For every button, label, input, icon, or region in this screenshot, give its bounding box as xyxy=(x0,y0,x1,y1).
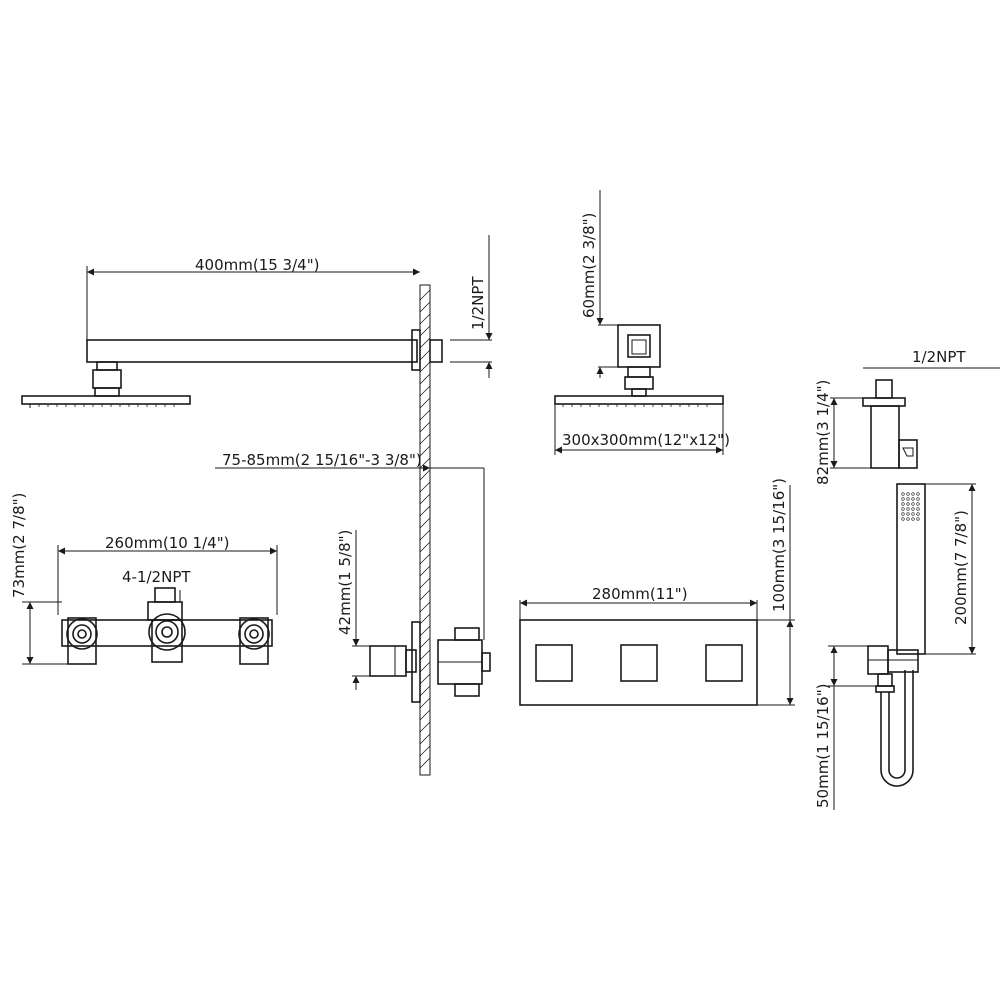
spray-nozzle-dot xyxy=(916,492,920,496)
spray-nozzle-dot xyxy=(906,497,910,501)
wall-section xyxy=(419,284,431,776)
spray-nozzle-dot xyxy=(901,517,905,521)
wall-hatch-line xyxy=(419,553,431,565)
wall-hatch-line xyxy=(419,301,431,313)
spray-nozzle-dot xyxy=(911,517,915,521)
holder-height-label: 50mm(1 15/16") xyxy=(814,684,832,808)
wall-hatch-line xyxy=(419,709,431,721)
wall-hatch-line xyxy=(419,697,431,709)
wall-hatch-line xyxy=(419,589,431,601)
wall-hatch-line xyxy=(419,457,431,469)
wall-hatch-line xyxy=(419,505,431,517)
trim-plate-front-view: 280mm(11") 100mm(3 15/16") xyxy=(519,478,795,706)
wall-hatch-line xyxy=(419,685,431,697)
spray-nozzle-dot xyxy=(901,512,905,516)
wall-hatch-line xyxy=(419,613,431,625)
wall-hatch-line xyxy=(419,397,431,409)
npt-top-dimension: 1/2NPT xyxy=(450,235,493,378)
wall-hatch-line xyxy=(419,673,431,685)
plate-button-1 xyxy=(535,644,573,682)
hand-shower xyxy=(896,483,926,655)
spray-nozzle-dot xyxy=(916,512,920,516)
shower-arm-side-view: 400mm(15 3/4") xyxy=(21,256,443,408)
valve-height-label: 73mm(2 7/8") xyxy=(10,493,28,598)
rail-depth-label: 75-85mm(2 15/16"-3 3/8") xyxy=(222,451,422,469)
spray-nozzle-dot xyxy=(906,512,910,516)
wall-hatch-line xyxy=(419,661,431,673)
head-height-label: 60mm(2 3/8") xyxy=(580,213,598,318)
outlet-npt-label: 1/2NPT xyxy=(912,348,966,366)
hand-shower-assembly: 200mm(7 7/8") 50mm(1 15/16") xyxy=(814,483,976,810)
wall-hatch-line xyxy=(419,721,431,733)
wall-hatch-line xyxy=(419,349,431,361)
wall-hatch-line xyxy=(419,637,431,649)
plate-button-3 xyxy=(705,644,743,682)
wall-hatch-line xyxy=(419,385,431,397)
rail-depth-dimension: 75-85mm(2 15/16"-3 3/8") xyxy=(215,451,485,640)
wall-hatch-line xyxy=(419,409,431,421)
wall-hatch-line xyxy=(419,469,431,481)
spray-nozzle-dot xyxy=(916,507,920,511)
spray-nozzle-dot xyxy=(901,497,905,501)
spray-nozzle-dot xyxy=(916,497,920,501)
wall-outlet-holder: 1/2NPT 82mm(3 1/4") xyxy=(814,348,1000,485)
valve-width-label: 260mm(10 1/4") xyxy=(105,534,229,552)
spray-nozzle-dot xyxy=(911,497,915,501)
wall-hatch-line xyxy=(419,625,431,637)
spray-nozzle-dot xyxy=(911,507,915,511)
spray-nozzle-dot xyxy=(901,492,905,496)
shower-head-front-view: 60mm(2 3/8") 300x300mm(12"x12") xyxy=(554,190,730,455)
wall-hatch-line xyxy=(419,733,431,745)
wall-hatch-line xyxy=(419,493,431,505)
handle-side-view: 42mm(1 5/8") xyxy=(336,530,491,703)
spray-nozzle-dot xyxy=(911,502,915,506)
valve-body-front-view: 260mm(10 1/4") 4-1/2NPT 73mm xyxy=(10,493,278,665)
npt-top-label: 1/2NPT xyxy=(469,276,487,330)
handle-depth-label: 42mm(1 5/8") xyxy=(336,530,354,635)
hand-shower-length-label: 200mm(7 7/8") xyxy=(952,510,970,625)
spray-nozzle-dot xyxy=(901,507,905,511)
wall-hatch-line xyxy=(419,361,431,373)
spray-nozzle-dot xyxy=(916,502,920,506)
spray-nozzle-dot xyxy=(911,492,915,496)
wall-hatch-line xyxy=(419,745,431,757)
wall-hatch-line xyxy=(419,337,431,349)
wall-hatch-line xyxy=(419,517,431,529)
spray-nozzle-dot xyxy=(906,492,910,496)
wall-hatch-line xyxy=(419,313,431,325)
wall-hatch-line xyxy=(419,541,431,553)
valve-port-center xyxy=(148,613,186,663)
spray-nozzle-dot xyxy=(906,517,910,521)
valve-npt-label: 4-1/2NPT xyxy=(122,568,191,586)
wall-hatch-line xyxy=(419,577,431,589)
wall-hatch-line xyxy=(419,373,431,385)
wall-hatch-line xyxy=(419,565,431,577)
valve-port-right xyxy=(238,617,270,665)
plate-height-label: 100mm(3 15/16") xyxy=(770,478,788,612)
wall-hatch-line xyxy=(419,601,431,613)
wall-hatch-line xyxy=(419,325,431,337)
spray-nozzle-dot xyxy=(906,502,910,506)
wall-hatch-line xyxy=(419,529,431,541)
spray-nozzle-dot xyxy=(911,512,915,516)
wall-hatch-line xyxy=(419,445,431,457)
wall-hatch-line xyxy=(419,481,431,493)
plate-button-2 xyxy=(620,644,658,682)
plate-width-label: 280mm(11") xyxy=(592,585,688,603)
wall-hatch-line xyxy=(419,433,431,445)
valve-port-left xyxy=(66,617,98,665)
wall-hatch-line xyxy=(419,289,431,301)
wall-hatch-line xyxy=(419,757,431,769)
arm-length-label: 400mm(15 3/4") xyxy=(195,256,319,274)
wall-hatch-line xyxy=(419,649,431,661)
spray-nozzle-dot xyxy=(906,507,910,511)
head-size-label: 300x300mm(12"x12") xyxy=(562,431,730,449)
spray-nozzle-dot xyxy=(916,517,920,521)
spray-nozzle-dot xyxy=(901,502,905,506)
outlet-height-label: 82mm(3 1/4") xyxy=(814,380,832,485)
wall-hatch-line xyxy=(419,421,431,433)
